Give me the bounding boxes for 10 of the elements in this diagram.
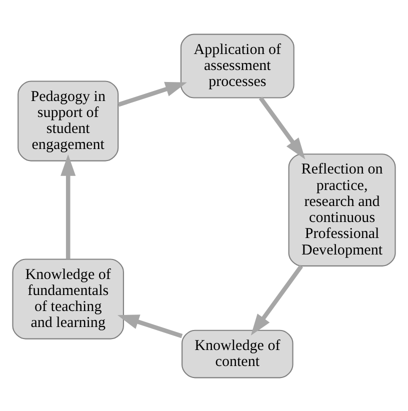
node-box: Reflection on practice, research and continuous Professional Development <box>288 153 396 266</box>
node-box: Application of assessment processes <box>180 33 294 98</box>
arrow <box>118 81 187 106</box>
node-box: Knowledge of content <box>182 329 294 378</box>
node-box: Knowledge of fundamentals of teaching and learning <box>12 258 124 339</box>
arrow <box>117 314 183 338</box>
node-box: Pedagogy in support of student engagement <box>18 80 119 161</box>
arrow <box>258 96 306 159</box>
arrow <box>250 264 304 335</box>
arrow <box>60 154 76 259</box>
